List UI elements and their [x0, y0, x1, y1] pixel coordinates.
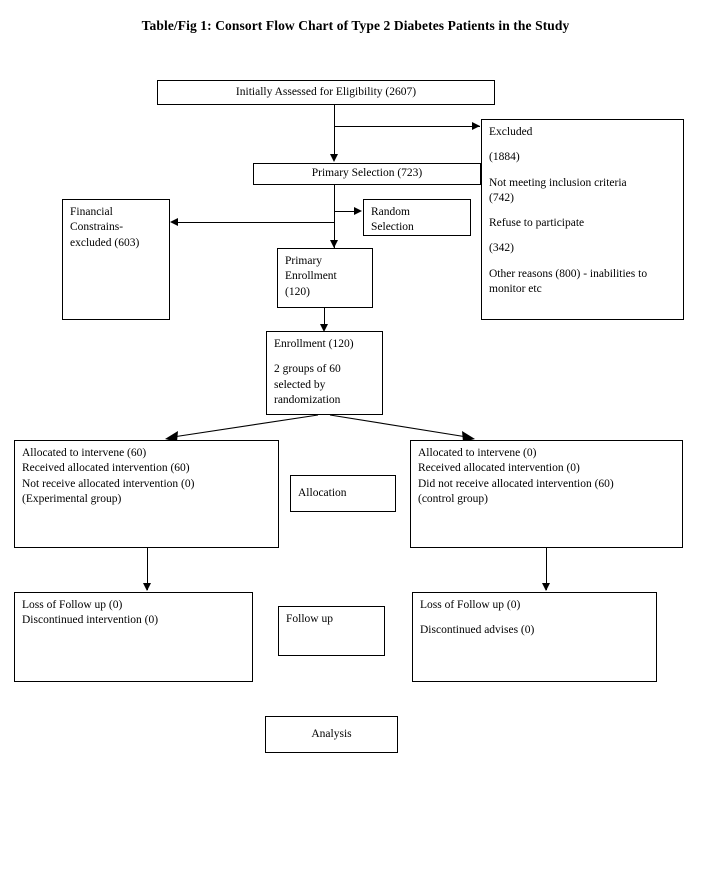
box-allocation-control-group: Allocated to intervene (0) Received allo…: [410, 440, 683, 548]
financial-line-2: Constrains-: [70, 221, 124, 234]
arrowhead-excluded: [472, 122, 480, 130]
enrollment-line-3: selected by: [274, 378, 326, 391]
followup-right-line-1: Loss of Follow up (0): [420, 599, 521, 611]
primary-enrollment-line-3: (120): [285, 285, 310, 298]
followup-right-line-2: Discontinued advises (0): [420, 624, 535, 637]
arrowhead-financial-constrains: [170, 218, 178, 226]
followup-left-line-1: Loss of Follow up (0): [22, 599, 123, 611]
box-enrollment: Enrollment (120) 2 groups of 60 selected…: [266, 331, 383, 415]
enrollment-line-1: Enrollment (120): [274, 338, 354, 350]
arrowhead-followup-right: [542, 583, 550, 591]
box-enrollment-text: Enrollment (120) 2 groups of 60 selected…: [267, 332, 382, 413]
connector-alloc-right-to-followup-right: [546, 548, 547, 590]
excluded-line-3: Not meeting inclusion criteria: [489, 176, 627, 189]
box-initially-assessed-eligibility-text: Initially Assessed for Eligibility (2607…: [235, 85, 417, 98]
arrowhead-followup-left: [143, 583, 151, 591]
excluded-line-5: Refuse to participate: [489, 217, 585, 230]
box-primary-selection: Primary Selection (723): [253, 163, 481, 185]
alloc-left-line-4: (Experimental group): [22, 492, 122, 505]
connector-eligibility-to-primary-selection: [334, 105, 335, 154]
alloc-right-line-1: Allocated to intervene (0): [418, 447, 537, 459]
arrowhead-primary-selection: [330, 154, 338, 162]
connector-primary-enrollment-to-enrollment: [324, 308, 325, 330]
connector-eligibility-to-excluded: [334, 126, 480, 127]
random-selection-line-2: Selection: [371, 221, 414, 234]
random-selection-line-1: Random: [371, 206, 410, 218]
box-random-selection-text: Random Selection: [364, 200, 470, 241]
excluded-line-1: Excluded: [489, 126, 533, 138]
excluded-line-2: (1884): [489, 151, 520, 164]
box-initially-assessed-eligibility: Initially Assessed for Eligibility (2607…: [157, 80, 495, 105]
alloc-left-line-3: Not receive allocated intervention (0): [22, 477, 195, 490]
box-random-selection: Random Selection: [363, 199, 471, 236]
primary-enrollment-line-1: Primary: [285, 255, 323, 267]
box-financial-constrains-text: Financial Constrains- excluded (603): [63, 200, 169, 256]
financial-line-1: Financial: [70, 206, 113, 218]
box-followup-label-text: Follow up: [286, 613, 333, 625]
box-allocation-experimental-text: Allocated to intervene (60) Received all…: [15, 441, 278, 512]
excluded-line-4: (742): [489, 191, 514, 204]
box-primary-enrollment-text: Primary Enrollment (120): [278, 249, 372, 305]
box-excluded-text: Excluded (1884) Not meeting inclusion cr…: [482, 120, 683, 302]
box-financial-constrains-excluded: Financial Constrains- excluded (603): [62, 199, 170, 320]
alloc-left-line-2: Received allocated intervention (60): [22, 462, 190, 475]
box-allocation-experimental-group: Allocated to intervene (60) Received all…: [14, 440, 279, 548]
enrollment-line-4: randomization: [274, 393, 341, 406]
connector-primary-selection-to-primary-enrollment: [334, 185, 335, 248]
box-followup-right: Loss of Follow up (0) Discontinued advis…: [412, 592, 657, 682]
box-primary-enrollment: Primary Enrollment (120): [277, 248, 373, 308]
box-analysis: Analysis: [265, 716, 398, 753]
primary-enrollment-line-2: Enrollment: [285, 270, 337, 283]
box-excluded: Excluded (1884) Not meeting inclusion cr…: [481, 119, 684, 320]
page-title: Table/Fig 1: Consort Flow Chart of Type …: [141, 18, 570, 33]
connector-primary-selection-to-financial: [178, 222, 335, 223]
box-allocation-label-text: Allocation: [298, 486, 347, 499]
box-analysis-text: Analysis: [311, 727, 352, 740]
box-allocation-label: Allocation: [290, 475, 396, 512]
box-followup-left-text: Loss of Follow up (0) Discontinued inter…: [15, 593, 252, 634]
alloc-right-line-4: (control group): [418, 492, 488, 505]
alloc-right-line-3: Did not receive allocated intervention (…: [418, 477, 614, 490]
enrollment-line-2: 2 groups of 60: [274, 363, 341, 376]
alloc-right-line-2: Received allocated intervention (0): [418, 462, 580, 475]
followup-left-line-2: Discontinued intervention (0): [22, 614, 159, 627]
connector-alloc-left-to-followup-left: [147, 548, 148, 590]
excluded-line-6: (342): [489, 242, 514, 255]
box-followup-label: Follow up: [278, 606, 385, 656]
box-primary-selection-text: Primary Selection (723): [311, 167, 423, 180]
financial-line-3: excluded (603): [70, 236, 140, 249]
box-followup-left: Loss of Follow up (0) Discontinued inter…: [14, 592, 253, 682]
box-followup-right-text: Loss of Follow up (0) Discontinued advis…: [413, 593, 656, 644]
box-allocation-control-text: Allocated to intervene (0) Received allo…: [411, 441, 682, 512]
alloc-left-line-1: Allocated to intervene (60): [22, 447, 147, 459]
arrowhead-primary-enrollment: [330, 240, 338, 248]
excluded-line-7: Other reasons (800) - inabilities to mon…: [489, 267, 648, 295]
connector-primary-selection-to-random-selection: [334, 211, 355, 212]
arrowhead-random-selection: [354, 207, 362, 215]
arrowhead-enrollment: [320, 324, 328, 332]
